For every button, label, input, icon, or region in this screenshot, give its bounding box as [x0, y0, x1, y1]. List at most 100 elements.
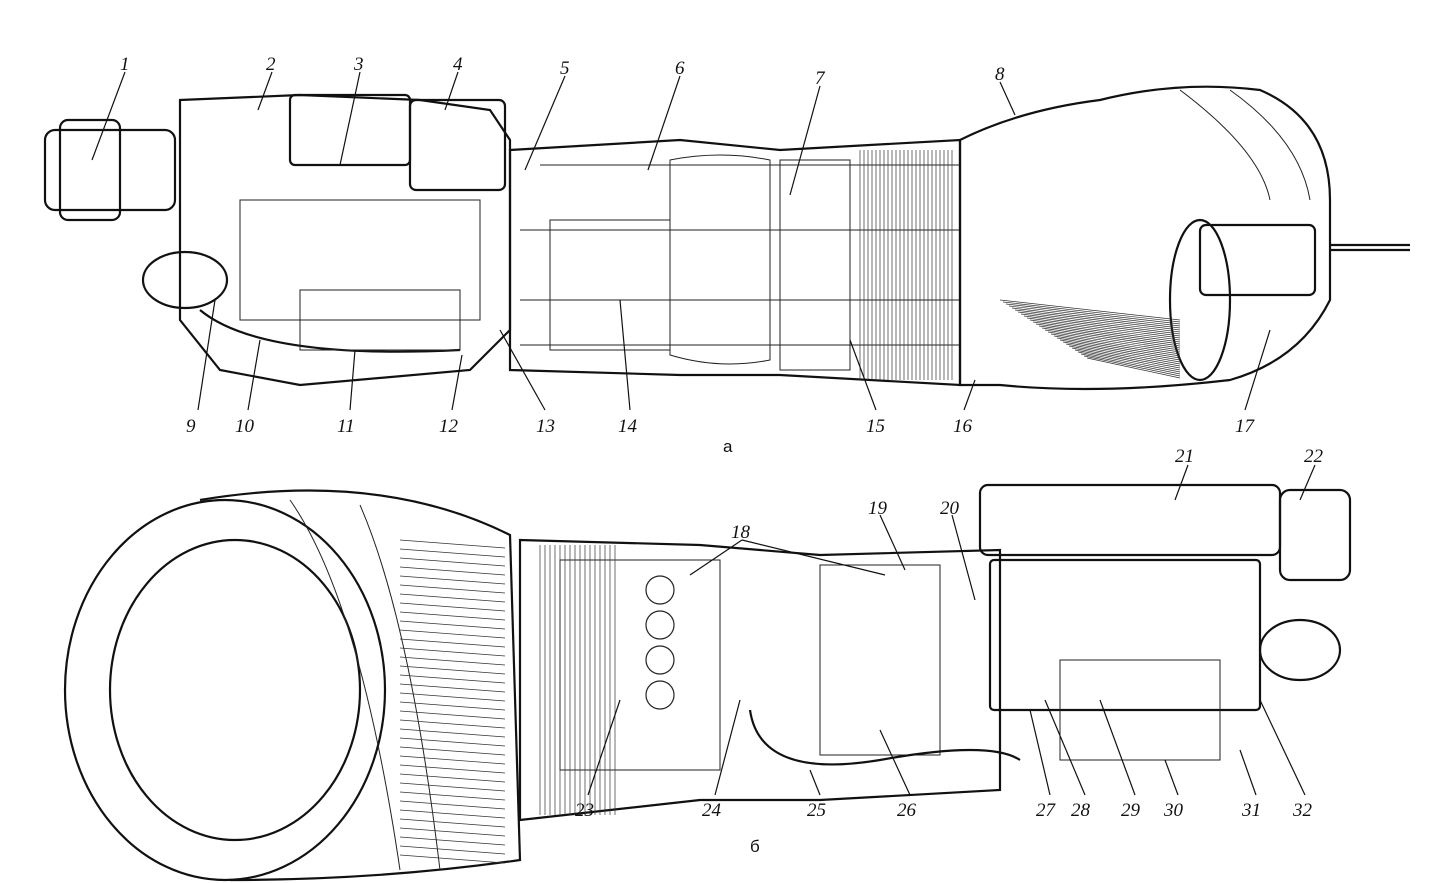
callout-24: 24: [702, 800, 722, 821]
callout-14: 14: [618, 416, 638, 437]
shading-line: [1047, 331, 1181, 353]
callout-10: 10: [235, 416, 255, 437]
shading-line: [1035, 323, 1181, 345]
callout-25: 25: [807, 800, 826, 821]
shading-line: [399, 836, 506, 846]
callout-11: 11: [337, 416, 355, 437]
shading-line: [1080, 353, 1181, 375]
callout-22: 22: [1304, 446, 1324, 467]
callout-20: 20: [940, 498, 960, 519]
callout-29: 29: [1121, 800, 1141, 821]
shading-line: [1044, 329, 1181, 351]
shading-line: [399, 539, 506, 549]
shading-line: [399, 800, 506, 810]
shading-line: [399, 602, 506, 612]
callouts-a: 1 2 3 4 5 6 7 8 9 10 11 12 13 14 15 16 1…: [120, 54, 1256, 456]
shading-line: [999, 299, 1181, 321]
shading-line: [1074, 349, 1181, 371]
shading-line: [1017, 311, 1181, 333]
shading-line: [399, 647, 506, 657]
shading-line: [399, 665, 506, 675]
engine-view-b: [63, 483, 1352, 882]
shading-line: [1068, 345, 1181, 367]
shading-line: [399, 548, 506, 558]
callout-1: 1: [120, 54, 130, 75]
shading-line: [399, 791, 506, 801]
shading-line: [399, 764, 506, 774]
shading-line: [1008, 305, 1181, 327]
shading-line: [399, 683, 506, 693]
shading-line: [399, 782, 506, 792]
shading-line: [399, 656, 506, 666]
shading-line: [1023, 315, 1181, 337]
shading-line: [399, 854, 506, 864]
shading-line: [399, 584, 506, 594]
shading-line: [1005, 303, 1181, 325]
callout-6: 6: [675, 58, 685, 79]
shading-line: [1053, 335, 1181, 357]
shading-line: [399, 692, 506, 702]
callout-31: 31: [1241, 800, 1261, 821]
shading-line: [1032, 321, 1181, 343]
shading-line: [1071, 347, 1181, 369]
callout-27: 27: [1036, 800, 1057, 821]
shading-line: [1050, 333, 1181, 355]
shading-line: [399, 701, 506, 711]
shading-line: [1041, 327, 1181, 349]
shading-line: [1038, 325, 1181, 347]
shading-line: [399, 773, 506, 783]
shading-line: [399, 818, 506, 828]
callout-7: 7: [815, 68, 826, 89]
leader-lines: [91, 71, 1316, 796]
shading-line: [1026, 317, 1181, 339]
shading-line: [399, 845, 506, 855]
callout-9: 9: [186, 416, 196, 437]
shading-line: [1014, 309, 1181, 331]
engine-view-a: [43, 85, 1410, 391]
callout-12: 12: [439, 416, 459, 437]
shading-line: [399, 593, 506, 603]
callout-26: 26: [897, 800, 917, 821]
callouts-b: 18 19 20 21 22 23 24 25 26 27 28 29 30 3…: [575, 446, 1324, 856]
shading-line: [399, 737, 506, 747]
shading-line: [1077, 351, 1181, 373]
shading-line: [1029, 319, 1181, 341]
shading-line: [399, 611, 506, 621]
callout-16: 16: [953, 416, 973, 437]
shading-line: [399, 566, 506, 576]
shading-line: [1056, 337, 1181, 359]
shading-line: [399, 638, 506, 648]
shading-line: [1011, 307, 1181, 329]
callout-3: 3: [353, 54, 364, 75]
shading-line: [399, 728, 506, 738]
callout-28: 28: [1071, 800, 1091, 821]
shading-line: [399, 629, 506, 639]
callout-13: 13: [536, 416, 555, 437]
callout-18: 18: [731, 522, 751, 543]
caption-a: а: [723, 437, 733, 456]
callout-30: 30: [1163, 800, 1184, 821]
callout-32: 32: [1292, 800, 1313, 821]
shading-line: [399, 575, 506, 585]
shading-line: [1086, 357, 1181, 379]
shading-line: [399, 620, 506, 630]
callout-5: 5: [560, 58, 570, 79]
shading-line: [1059, 339, 1181, 361]
shading-line: [1083, 355, 1181, 377]
shading-line: [399, 674, 506, 684]
callout-21: 21: [1175, 446, 1194, 467]
shading-line: [399, 755, 506, 765]
shading-line: [1020, 313, 1181, 335]
shading-line: [399, 719, 506, 729]
shading-line: [399, 827, 506, 837]
callout-19: 19: [868, 498, 888, 519]
callout-15: 15: [866, 416, 885, 437]
shading-line: [399, 710, 506, 720]
caption-b: б: [750, 837, 760, 856]
callout-8: 8: [995, 64, 1005, 85]
shading-line: [399, 557, 506, 567]
shading-line: [1065, 343, 1181, 365]
callout-2: 2: [266, 54, 276, 75]
callout-4: 4: [453, 54, 463, 75]
